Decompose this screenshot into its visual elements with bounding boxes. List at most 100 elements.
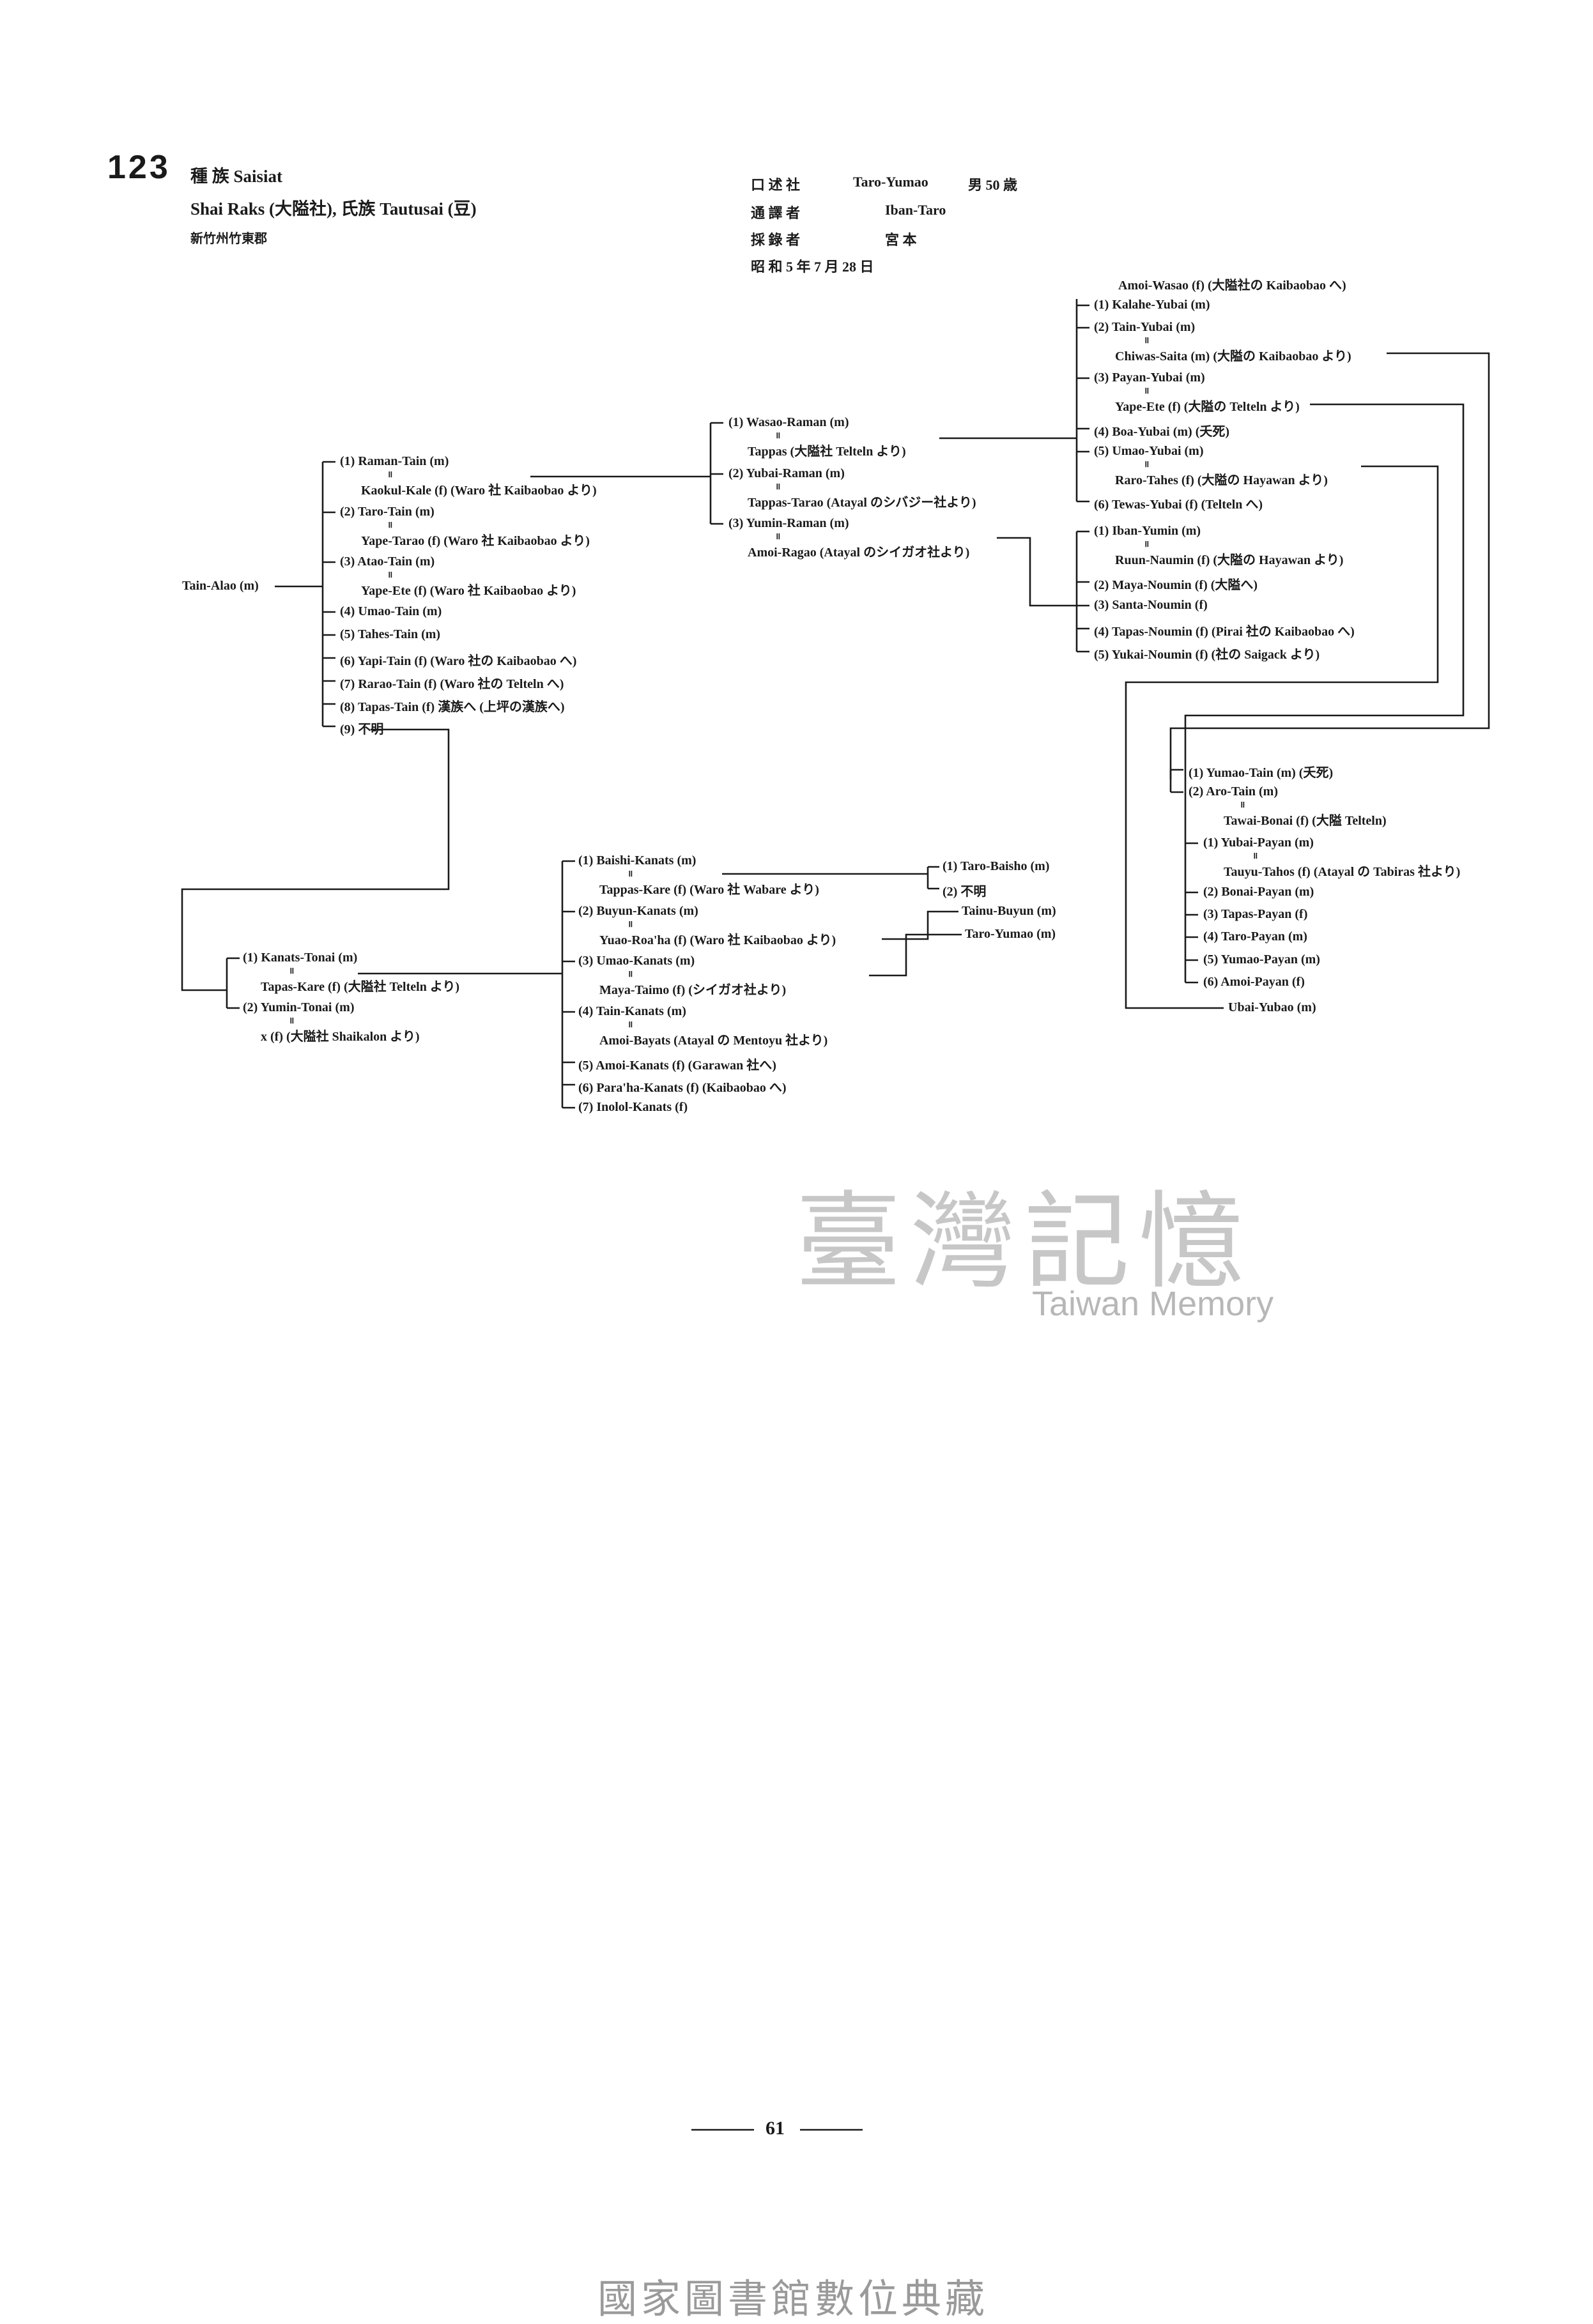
list-item: (4) Tain-Kanats (m) <box>578 1004 686 1018</box>
list-item: (1) Yumao-Tain (m) (夭死) <box>1189 766 1334 780</box>
list-item: (4) Boa-Yubai (m) (夭死) <box>1094 425 1230 439</box>
marriage-mark: ॥ <box>627 970 633 979</box>
marriage-mark: ॥ <box>387 570 393 580</box>
list-item: (2) Maya-Noumin (f) (大隘へ) <box>1094 578 1258 592</box>
list-item: (1) Raman-Tain (m) <box>340 454 449 468</box>
list-item: (3) Umao-Kanats (m) <box>578 954 695 968</box>
root-ancestor: Tain-Alao (m) <box>182 579 259 593</box>
marriage-mark: ॥ <box>627 1020 633 1030</box>
spouse-item: Tawai-Bonai (f) (大隘 Telteln) <box>1224 814 1387 828</box>
marriage-mark: ॥ <box>1144 540 1150 549</box>
list-item: (9) 不明 <box>340 722 384 737</box>
list-item: (2) Bonai-Payan (m) <box>1203 885 1314 899</box>
marriage-mark: ॥ <box>1144 386 1150 396</box>
location-label: 新竹州竹東郡 <box>190 232 267 246</box>
tribe-heading: 種 族 Saisiat <box>190 167 283 186</box>
marriage-mark: ॥ <box>775 431 781 441</box>
list-item: (2) Yumin-Tonai (m) <box>243 1000 355 1014</box>
list-item: (5) Amoi-Kanats (f) (Garawan 社へ) <box>578 1059 776 1073</box>
list-item: (5) Yukai-Noumin (f) (社の Saigack より) <box>1094 648 1320 662</box>
list-item: (2) Tain-Yubai (m) <box>1094 320 1196 334</box>
watermark-english: Taiwan Memory <box>1032 1285 1274 1323</box>
table-number: 123 <box>107 149 171 186</box>
list-item: (4) Taro-Payan (m) <box>1203 929 1307 944</box>
list-item: (1) Wasao-Raman (m) <box>728 415 849 429</box>
list-item: (6) Yapi-Tain (f) (Waro 社の Kaibaobao へ) <box>340 654 577 668</box>
recorder-name: 宮 本 <box>885 232 917 248</box>
list-item: (1) Taro-Baisho (m) <box>943 859 1050 873</box>
spouse-item: Tappas-Kare (f) (Waro 社 Wabare より) <box>599 883 819 897</box>
spouse-item: Chiwas-Saita (m) (大隘の Kaibaobao より) <box>1115 349 1351 363</box>
marriage-mark: ॥ <box>1240 800 1245 810</box>
list-item: (2) 不明 <box>943 885 987 899</box>
marriage-mark: ॥ <box>289 1016 295 1026</box>
list-item: (2) Aro-Tain (m) <box>1189 784 1278 799</box>
spouse-item: Amoi-Bayats (Atayal の Mentoyu 社より) <box>599 1034 828 1048</box>
spouse-item: Yape-Tarao (f) (Waro 社 Kaibaobao より) <box>361 534 590 548</box>
list-item: (8) Tapas-Tain (f) 漢族へ (上坪の漢族へ) <box>340 700 565 714</box>
list-item: (6) Para'ha-Kanats (f) (Kaibaobao へ) <box>578 1081 787 1095</box>
page-number: 61 <box>766 2118 785 2139</box>
marriage-mark: ॥ <box>289 967 295 976</box>
list-item: (2) Buyun-Kanats (m) <box>578 904 698 918</box>
list-item: Amoi-Wasao (f) (大隘社の Kaibaobao へ) <box>1118 279 1346 293</box>
list-item: (5) Tahes-Tain (m) <box>340 627 441 641</box>
spouse-item: Tauyu-Tahos (f) (Atayal の Tabiras 社より) <box>1224 865 1461 879</box>
spouse-item: Yuao-Roa'ha (f) (Waro 社 Kaibaobao より) <box>599 933 836 947</box>
informant-label: 口 述 社 <box>751 177 801 193</box>
list-item: (1) Baishi-Kanats (m) <box>578 853 696 868</box>
record-date: 昭 和 5 年 7 月 28 日 <box>751 259 874 275</box>
spouse-item: x (f) (大隘社 Shaikalon より) <box>261 1030 420 1044</box>
marriage-mark: ॥ <box>775 532 781 542</box>
list-item: (2) Yubai-Raman (m) <box>728 466 845 480</box>
marriage-mark: ॥ <box>627 920 633 929</box>
spouse-item: Maya-Taimo (f) (シイガオ社より) <box>599 983 787 997</box>
interpreter-name: Iban-Taro <box>885 202 946 218</box>
list-item: (3) Santa-Noumin (f) <box>1094 598 1208 612</box>
spouse-item: Amoi-Ragao (Atayal のシイガオ社より) <box>748 546 970 560</box>
list-item: (7) Rarao-Tain (f) (Waro 社の Telteln へ) <box>340 677 564 691</box>
list-item: (2) Taro-Tain (m) <box>340 505 435 519</box>
interpreter-label: 通 譯 者 <box>751 205 801 221</box>
list-item: (4) Tapas-Noumin (f) (Pirai 社の Kaibaobao… <box>1094 625 1355 639</box>
list-item: (3) Yumin-Raman (m) <box>728 516 849 530</box>
list-item: (3) Atao-Tain (m) <box>340 554 435 569</box>
marriage-mark: ॥ <box>387 470 393 480</box>
recorder-label: 採 錄 者 <box>751 232 801 248</box>
spouse-item: Yape-Ete (f) (大隘の Telteln より) <box>1115 400 1300 414</box>
marriage-mark: ॥ <box>387 521 393 530</box>
list-item: (3) Tapas-Payan (f) <box>1203 907 1308 921</box>
spouse-item: Yape-Ete (f) (Waro 社 Kaibaobao より) <box>361 584 576 598</box>
list-item: Taro-Yumao (m) <box>965 927 1056 941</box>
list-item: (6) Amoi-Payan (f) <box>1203 975 1305 989</box>
list-item: (6) Tewas-Yubai (f) (Telteln へ) <box>1094 498 1263 512</box>
list-item: (1) Yubai-Payan (m) <box>1203 836 1314 850</box>
library-footer: 國家圖書館數位典藏 <box>597 2275 989 2322</box>
informant-age: 男 50 歳 <box>968 177 1018 193</box>
marriage-mark: ॥ <box>1144 460 1150 470</box>
marriage-mark: ॥ <box>775 482 781 492</box>
list-item: (1) Iban-Yumin (m) <box>1094 524 1201 538</box>
list-item: (3) Payan-Yubai (m) <box>1094 371 1205 385</box>
spouse-item: Tappas-Tarao (Atayal のシバジー社より) <box>748 496 976 510</box>
list-item: (1) Kalahe-Yubai (m) <box>1094 298 1210 312</box>
marriage-mark: ॥ <box>627 869 633 879</box>
spouse-item: Raro-Tahes (f) (大隘の Hayawan より) <box>1115 473 1328 487</box>
marriage-mark: ॥ <box>1252 852 1258 861</box>
list-item: (5) Yumao-Payan (m) <box>1203 952 1320 967</box>
list-item: (5) Umao-Yubai (m) <box>1094 444 1204 458</box>
marriage-mark: ॥ <box>1144 336 1150 346</box>
list-item: (7) Inolol-Kanats (f) <box>578 1100 688 1114</box>
informant-name: Taro-Yumao <box>853 174 928 190</box>
clan-heading: Shai Raks (大隘社), 氏族 Tautusai (豆) <box>190 199 477 218</box>
list-item: (4) Umao-Tain (m) <box>340 604 442 618</box>
list-item: Tainu-Buyun (m) <box>962 904 1056 918</box>
list-item: Ubai-Yubao (m) <box>1228 1000 1316 1014</box>
spouse-item: Tapas-Kare (f) (大隘社 Telteln より) <box>261 980 460 994</box>
spouse-item: Ruun-Naumin (f) (大隘の Hayawan より) <box>1115 553 1344 567</box>
spouse-item: Tappas (大隘社 Telteln より) <box>748 445 906 459</box>
list-item: (1) Kanats-Tonai (m) <box>243 951 358 965</box>
spouse-item: Kaokul-Kale (f) (Waro 社 Kaibaobao より) <box>361 484 597 498</box>
watermark-logo-text: 臺灣記憶 <box>796 1184 1253 1301</box>
